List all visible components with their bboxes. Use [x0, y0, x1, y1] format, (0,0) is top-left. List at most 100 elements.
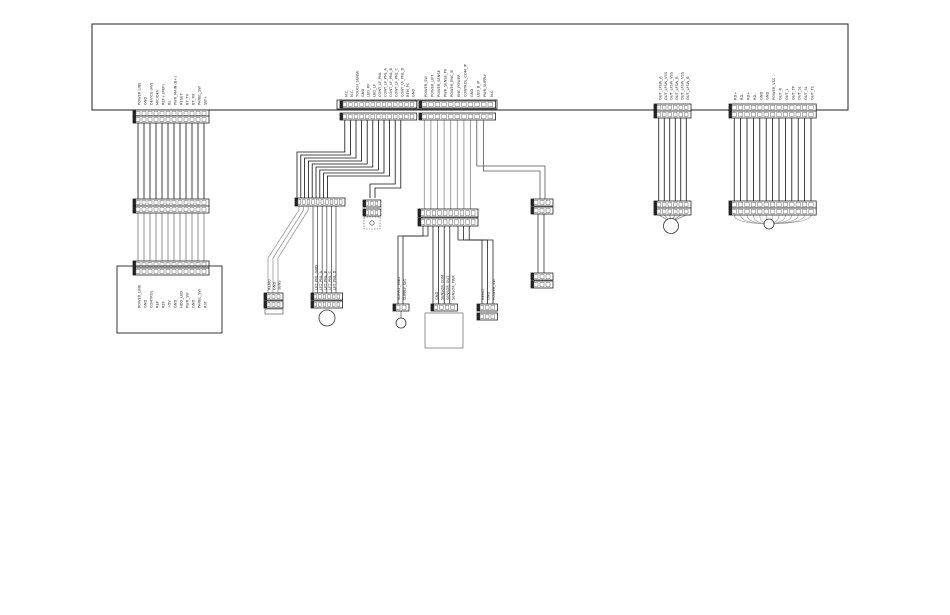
- inline-connector-left-mate: [132, 205, 210, 214]
- connector-pin: [539, 200, 545, 205]
- pin-label: GND: [486, 292, 490, 300]
- pin-label: SUPPLY_SIG: [403, 279, 407, 300]
- connector-pin: [731, 112, 737, 117]
- connector-pin: [795, 112, 801, 117]
- pin-label: OUT_SL: [798, 86, 802, 100]
- connector-key: [133, 110, 136, 117]
- connector-pin: [141, 111, 147, 116]
- pin-label: +5V: [168, 300, 172, 308]
- connector-pin: [329, 199, 334, 205]
- relay-coil: [369, 220, 375, 226]
- pin-label: OUT_TP: [791, 85, 795, 100]
- connector-pin: [738, 112, 744, 117]
- connector-pin: [744, 112, 750, 117]
- connector-pin: [776, 202, 782, 207]
- connector-key: [295, 198, 298, 206]
- connector-pin: [195, 269, 201, 274]
- connector-pin: [165, 111, 171, 116]
- pin-label: LED_B_IP: [477, 80, 481, 97]
- connector-body: [653, 207, 692, 216]
- pin-label: LED_RF: [367, 84, 371, 97]
- pin-label: OUT_TS: [811, 85, 815, 100]
- pin-label: POWER_LINE: [138, 284, 142, 308]
- pin-label: RD-: [753, 93, 757, 100]
- connector-pin: [153, 207, 159, 212]
- connector-pin: [322, 302, 327, 307]
- connector-key: [133, 116, 136, 123]
- pin-label: MIC/DEV: [156, 89, 160, 105]
- connector-pin: [348, 102, 353, 107]
- wire-mid-a: [307, 120, 363, 198]
- connector-pin: [461, 114, 467, 119]
- connector-pin: [409, 102, 415, 107]
- wire-mid-a: [311, 120, 368, 198]
- main-connector-right-a: [653, 103, 692, 112]
- connector-pin: [183, 269, 189, 274]
- connector-pin: [195, 111, 201, 116]
- connector-pin: [381, 114, 387, 119]
- connector-pin: [667, 112, 672, 117]
- connector-pin: [533, 208, 539, 213]
- connector-pin: [443, 219, 448, 225]
- connector-pin: [177, 200, 183, 205]
- pin-label: HDD_LED: [180, 291, 184, 308]
- connector-key: [133, 261, 136, 268]
- right-b-speaker: [763, 218, 775, 230]
- pin-label: PANEL_SW: [198, 86, 202, 105]
- pin-label: GND: [470, 89, 474, 97]
- pin-label: BT_TX: [186, 93, 190, 105]
- connector-pin: [376, 102, 381, 107]
- relay-connector-mate: [362, 208, 382, 217]
- connector-pin: [365, 210, 369, 215]
- pin-label: GND: [144, 97, 148, 105]
- main-connector-mid-a-mate: [339, 112, 418, 121]
- main-connector-right-a-mate: [653, 110, 692, 119]
- main-connector-mid-a: [339, 100, 418, 109]
- pin-label: OUT_LFSW_VSS: [664, 71, 668, 100]
- connector-body: [728, 110, 817, 119]
- connector-pin: [459, 210, 465, 216]
- connector-key: [729, 208, 732, 215]
- right-inline-connector: [530, 198, 554, 207]
- connector-pin: [757, 105, 763, 110]
- connector-pin: [662, 105, 667, 110]
- connector-pin: [177, 111, 183, 116]
- connector-pin: [479, 305, 484, 310]
- connector-pin: [474, 102, 480, 107]
- connector-pin: [545, 274, 551, 279]
- connector-body: [132, 198, 210, 207]
- connector-pin: [313, 294, 317, 299]
- connector-pin: [454, 114, 460, 119]
- main-connector-mid-b-mate: [418, 112, 496, 121]
- connector-pin: [443, 210, 448, 216]
- connector-body: [339, 112, 418, 121]
- pin-label: POWER_SW: [492, 279, 496, 300]
- connector-pin: [201, 269, 207, 274]
- pin-label: GND: [174, 300, 178, 308]
- connector-pin: [370, 201, 374, 206]
- connector-pin: [782, 112, 788, 117]
- connector-pin: [177, 269, 183, 274]
- connector-pin: [437, 219, 442, 225]
- connector-pin: [485, 305, 490, 310]
- connector-pin: [171, 117, 177, 122]
- connector-key: [363, 209, 366, 216]
- connector-key: [531, 207, 534, 214]
- pin-label: RD+: [734, 92, 738, 100]
- connector-pin: [454, 210, 459, 216]
- connector-body: [418, 100, 496, 109]
- connector-body: [653, 103, 692, 112]
- components: [116, 216, 775, 349]
- wire-sub3: [402, 226, 429, 304]
- connector-pin: [757, 202, 763, 207]
- connector-pin: [678, 105, 683, 110]
- connector-pin: [370, 114, 375, 119]
- pin-label: OUT_R: [779, 88, 783, 100]
- connector-pin: [481, 114, 487, 119]
- connector-key: [531, 281, 534, 288]
- connector-pin: [465, 219, 470, 225]
- connector-pin: [763, 209, 769, 214]
- pin-label: SENSOR_COM: [440, 275, 444, 300]
- connector-pin: [533, 282, 539, 287]
- connector-pin: [459, 219, 465, 225]
